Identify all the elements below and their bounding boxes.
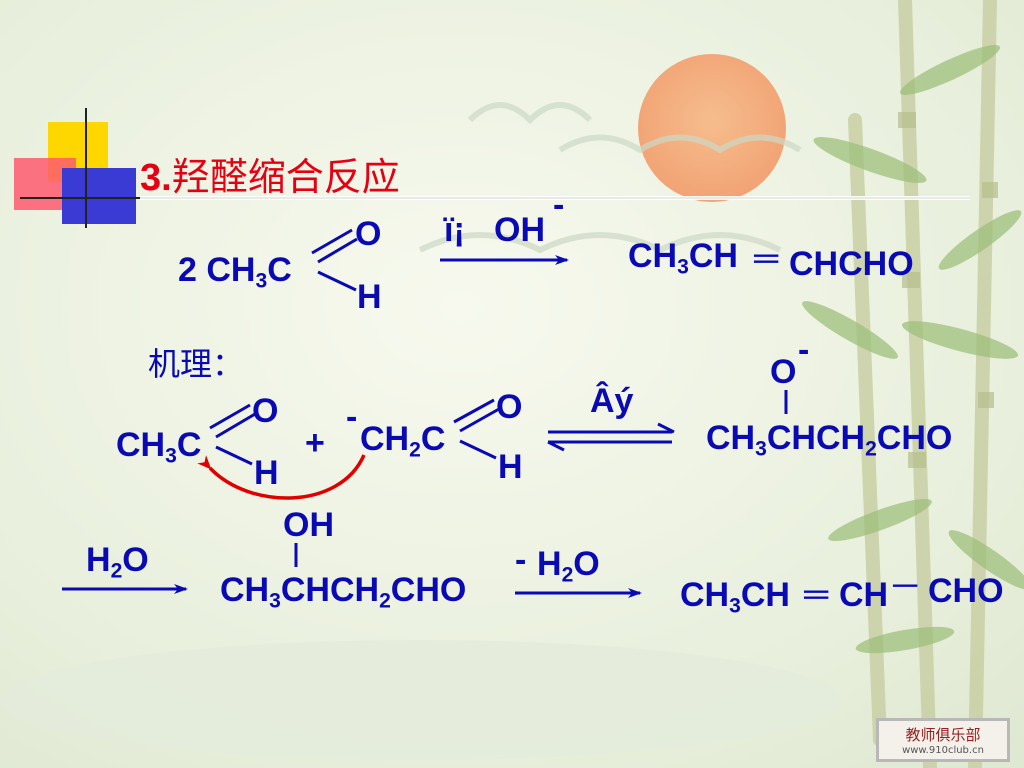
mp-ch: CH bbox=[706, 419, 756, 457]
ap-sub1: 3 bbox=[269, 589, 281, 613]
reaction1-hydrogen: H bbox=[357, 278, 382, 316]
water-o: O bbox=[122, 541, 149, 579]
reaction1-charge: - bbox=[553, 186, 565, 224]
ap-cho: CHO bbox=[390, 571, 467, 609]
fp-sub: 3 bbox=[729, 594, 741, 618]
fp-ch2: CH bbox=[740, 576, 790, 614]
mp-sub1: 3 bbox=[755, 437, 767, 461]
sun-decoration bbox=[638, 54, 786, 202]
title-square-decoration bbox=[14, 108, 970, 228]
r1-sub: 3 bbox=[165, 444, 177, 468]
step2-minus-water: H2O bbox=[537, 545, 600, 586]
ap-sub2: 2 bbox=[379, 589, 391, 613]
reactant-sub: 3 bbox=[255, 269, 268, 293]
mp-chch: CHCH bbox=[766, 419, 866, 457]
mech-reactant1-hydrogen: H bbox=[254, 454, 279, 492]
mp-sub2: 2 bbox=[865, 437, 877, 461]
reaction1-reactant: 2 CH3C bbox=[178, 251, 292, 292]
ap-chch: CHCH bbox=[280, 571, 380, 609]
step2-hydroxyl: OH bbox=[283, 506, 334, 544]
mech-alkoxide-oxygen: O bbox=[770, 353, 797, 391]
r1-carbon: C bbox=[176, 426, 202, 464]
r2-sub: 2 bbox=[409, 438, 421, 462]
step2-water: H2O bbox=[86, 541, 149, 582]
mech-product: CH3CHCH2CHO bbox=[706, 419, 953, 460]
step2-final-single-bond: ─ bbox=[893, 566, 918, 604]
cloud-decoration bbox=[418, 102, 802, 254]
mech-reactant2-hydrogen: H bbox=[498, 448, 523, 486]
water-sub: 2 bbox=[110, 559, 123, 583]
mech-reactant1: CH3C bbox=[116, 426, 202, 467]
slide-title: 3.羟醛缩合反应 bbox=[140, 146, 400, 201]
step2-aldol-product: CH3CHCH2CHO bbox=[220, 571, 467, 612]
mech-reactant2: CH2C bbox=[360, 420, 446, 461]
step2-final-left: CH3CH bbox=[680, 576, 790, 617]
step2-final-cho: CHO bbox=[928, 572, 1004, 610]
mech-reactant2-oxygen: O bbox=[496, 388, 523, 426]
title-number: 3. bbox=[140, 157, 172, 199]
r2-ch: CH bbox=[360, 420, 410, 458]
reaction1-product-left: CH3CH bbox=[628, 237, 738, 278]
reaction1-reagent: ï¡ bbox=[444, 211, 465, 249]
mp-cho: CHO bbox=[876, 419, 953, 457]
reaction1-oxygen: O bbox=[355, 215, 382, 253]
product-ch2: CH bbox=[688, 237, 738, 275]
mech-carbanion-charge: - bbox=[346, 398, 358, 436]
mech-alkoxide-charge: - bbox=[798, 331, 810, 369]
r1-ch: CH bbox=[116, 426, 166, 464]
reactant-coef: 2 CH bbox=[178, 251, 256, 289]
watermark-line1: 教师俱乐部 bbox=[905, 726, 981, 744]
water-h: H bbox=[86, 541, 111, 579]
watermark-logo: 教师俱乐部 www.910club.cn bbox=[876, 718, 1010, 762]
r2-carbon: C bbox=[420, 420, 446, 458]
reaction1-double-bond: ═ bbox=[754, 239, 779, 277]
step2-minus: - bbox=[515, 541, 527, 579]
product-sub: 3 bbox=[677, 255, 689, 279]
step2-final-ch: CH bbox=[839, 576, 889, 614]
mwater-h: H bbox=[537, 545, 562, 583]
watermark-line2: www.910club.cn bbox=[902, 745, 984, 756]
product-ch: CH bbox=[628, 237, 678, 275]
reaction1-product-right: CHCHO bbox=[789, 245, 914, 283]
ap-ch: CH bbox=[220, 571, 270, 609]
bamboo-leaves-decoration bbox=[802, 45, 1024, 654]
mwater-o: O bbox=[573, 545, 600, 583]
fp-ch: CH bbox=[680, 576, 730, 614]
reaction1-hydroxide: OH bbox=[494, 211, 545, 249]
mech-plus: + bbox=[305, 424, 325, 462]
mech-reactant1-oxygen: O bbox=[252, 392, 279, 430]
title-text: 羟醛缩合反应 bbox=[171, 155, 400, 199]
reactant-carbon: C bbox=[267, 251, 292, 289]
step2-final-double-bond: ═ bbox=[804, 575, 829, 613]
mwater-sub: 2 bbox=[561, 563, 574, 587]
mech-equilibrium-label: Âý bbox=[590, 382, 634, 420]
mechanism-label: 机理： bbox=[148, 345, 245, 383]
